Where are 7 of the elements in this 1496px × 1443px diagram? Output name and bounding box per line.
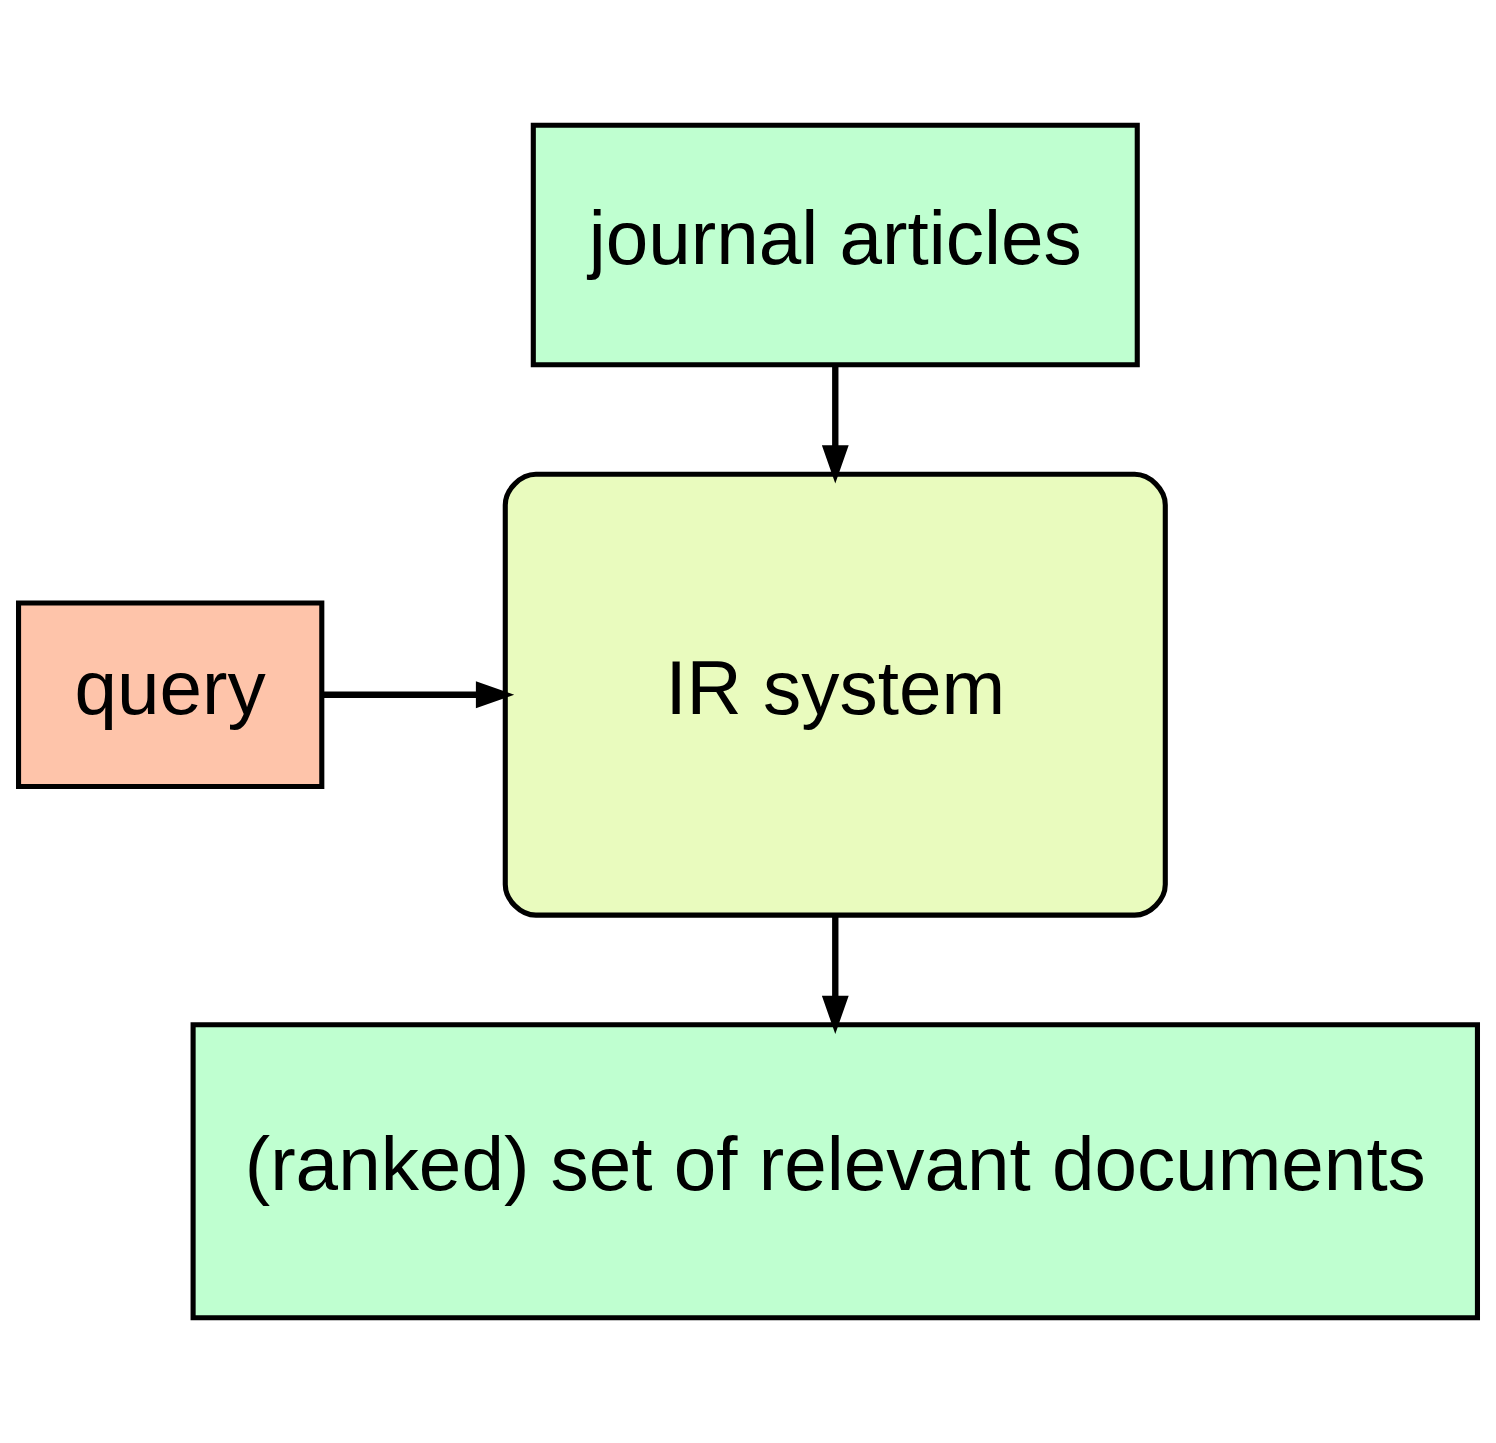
node-box: IR system bbox=[502, 471, 1168, 918]
arrow bbox=[821, 365, 849, 484]
node-box: query bbox=[16, 600, 325, 790]
arrow bbox=[821, 915, 849, 1035]
node-box: (ranked) set of relevant documents bbox=[190, 1022, 1480, 1321]
arrow bbox=[322, 681, 515, 709]
node-box: journal articles bbox=[530, 122, 1140, 368]
